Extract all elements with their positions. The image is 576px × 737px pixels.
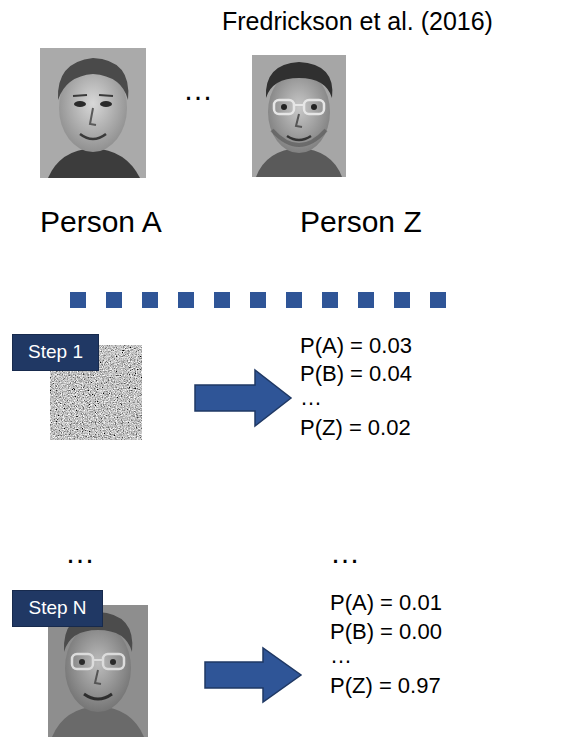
face-photo [40,48,146,178]
block-arrow [195,370,291,426]
ellipsis: … [300,385,322,411]
step-label: Step N [28,597,86,620]
block-arrow [205,648,301,702]
probability: P(B) = 0.04 [300,361,412,387]
ellipsis: … [183,72,213,108]
step-box: Step N [12,590,103,627]
ellipsis: … [65,535,95,571]
face-photo [252,55,346,177]
probability: P(Z) = 0.02 [300,415,411,441]
separator-squares [70,292,466,308]
probability: P(A) = 0.03 [300,333,412,359]
step-box: Step 1 [12,334,99,371]
title: Fredrickson et al. (2016) [222,6,493,36]
ellipsis: … [330,535,360,571]
probability: P(B) = 0.00 [330,619,442,645]
ellipsis: … [330,643,352,669]
person-label: Person A [40,204,162,240]
person-label: Person Z [300,204,422,240]
probability: P(Z) = 0.97 [330,673,441,699]
step-label: Step 1 [28,341,83,364]
probability: P(A) = 0.01 [330,590,442,616]
